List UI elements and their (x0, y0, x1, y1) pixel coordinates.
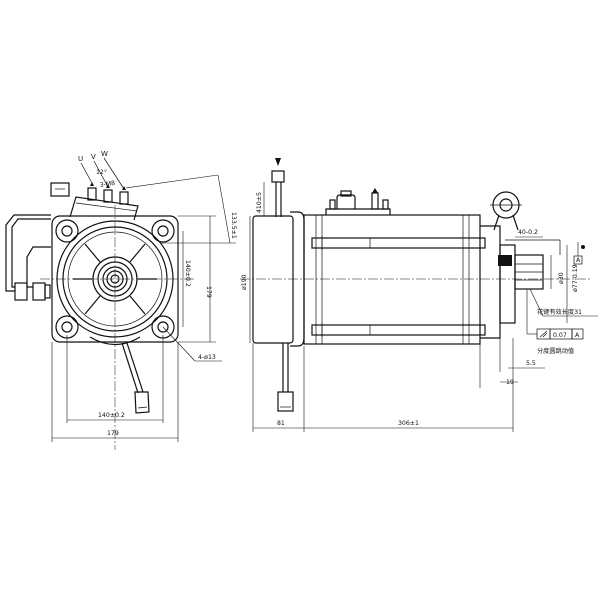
dim-410: 410±5 (256, 182, 265, 216)
mounting-holes (61, 225, 169, 333)
runout-note: 分度圆跳动值 (537, 347, 574, 355)
terminal-block (69, 182, 139, 221)
runout-frame: 0.07 A 分度圆跳动值 (526, 289, 584, 355)
spline-note: 花键有效长度31 (529, 288, 598, 317)
dim-pilot-text: ø77-0.19 (572, 264, 579, 292)
wire-harness (5, 182, 70, 301)
dim-179-horizontal: 179 (51, 342, 179, 442)
lifting-eye (490, 191, 522, 231)
dim-shaft-40-text: 40-0.2 (518, 229, 538, 236)
dim-81: 81 (252, 343, 305, 432)
datum: A (573, 242, 583, 265)
dim-140-vertical: 140±0.2 (182, 231, 191, 327)
dim-140-horizontal: 140±0.2 (66, 335, 164, 423)
dim-81-text: 81 (277, 420, 285, 427)
hole-callout: 4-ø13 (162, 326, 222, 362)
side-terminal (325, 188, 391, 215)
angle-label: 12° (96, 168, 107, 176)
hole-callout-text: 4-ø13 (198, 354, 216, 361)
terminal-size-label: 3-M8 (99, 180, 115, 189)
runout-value: 0.07 (553, 332, 567, 339)
dim-133: 133.5±1 (125, 174, 237, 244)
dim-140-vertical-text: 140±0.2 (184, 260, 191, 287)
drive-end (480, 225, 585, 339)
end-cap (252, 215, 294, 344)
rear-lead (277, 343, 294, 412)
dim-19: 19 (479, 338, 518, 388)
dim-306-text: 306±1 (398, 420, 419, 427)
front-view: U V W 12° 3-M8 133.5±1 140±0.2 179 (5, 150, 237, 450)
dim-shaft-40: 40-0.2 (515, 229, 543, 238)
dim-179-horizontal-text: 179 (107, 430, 119, 437)
dim-shaft-30: ø30 (550, 255, 565, 289)
phase-v: V (91, 153, 96, 161)
dim-179-vertical: 179 (178, 215, 216, 343)
dim-shaft-30-text: ø30 (558, 272, 565, 284)
dim-190-text: ø190 (241, 274, 248, 290)
top-wire (271, 158, 285, 217)
phase-u: U (78, 155, 83, 163)
side-view: 410±5 ø190 81 306±1 40-0.2 ø30 (240, 158, 598, 432)
dim-179-vertical-text: 179 (205, 286, 212, 298)
dim-5-5-text: 5.5 (526, 360, 536, 367)
dim-5-5: 5.5 (499, 338, 545, 372)
dim-140-horizontal-text: 140±0.2 (98, 412, 125, 419)
dim-190: ø190 (241, 216, 251, 343)
spline-note-text: 花键有效长度31 (537, 308, 582, 316)
dim-133-text: 133.5±1 (230, 212, 237, 239)
phase-labels: U V W (78, 150, 125, 190)
dim-pilot: ø77-0.19 (566, 245, 579, 323)
lead-wire (121, 342, 150, 414)
dim-306: 306±1 (304, 338, 514, 432)
tie-rod-bottom (311, 324, 486, 336)
tie-rod-top (311, 237, 486, 249)
motor-body (303, 214, 481, 345)
datum-text: A (576, 257, 581, 264)
runout-ref: A (575, 332, 580, 339)
dim-410-text: 410±5 (256, 192, 263, 213)
dim-19-text: 19 (506, 379, 514, 386)
phase-w: W (101, 150, 108, 158)
